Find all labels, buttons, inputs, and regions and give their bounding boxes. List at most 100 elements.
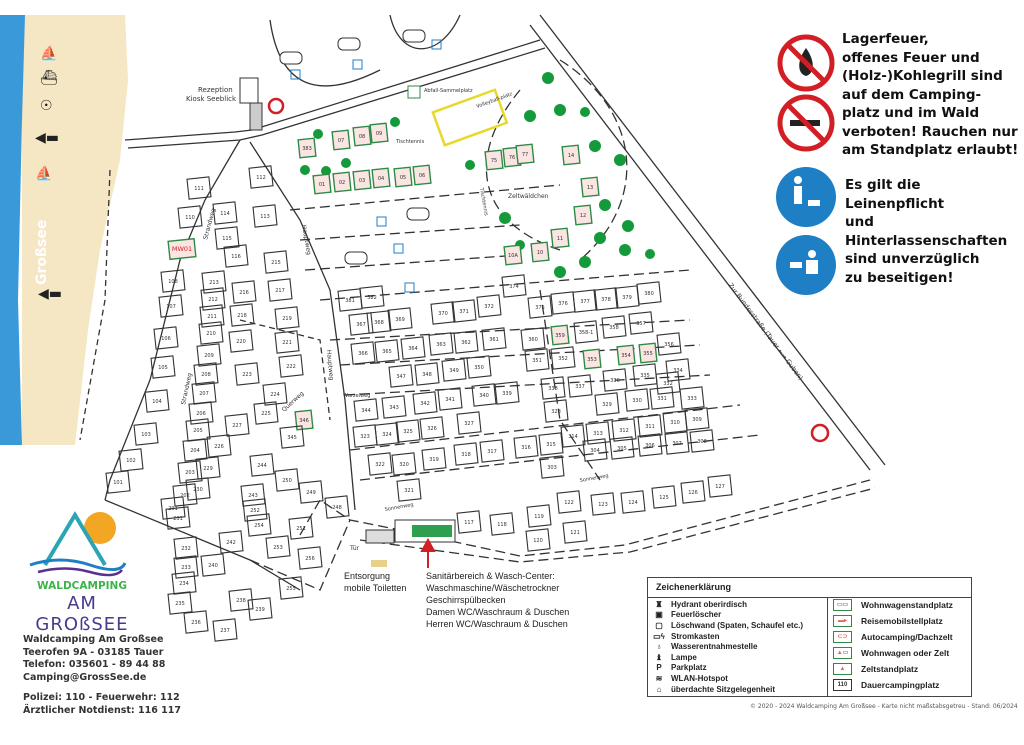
permanent-plot[interactable]	[381, 395, 407, 419]
permanent-plot[interactable]	[489, 512, 515, 536]
permanent-plot[interactable]	[186, 176, 212, 200]
permanent-plot[interactable]	[288, 516, 314, 540]
contact-email[interactable]: Camping@GrossSee.de	[23, 671, 147, 683]
permanent-plot[interactable]	[212, 618, 238, 642]
permanent-plot[interactable]	[249, 453, 275, 477]
permanent-plot[interactable]	[160, 269, 186, 293]
permanent-plot[interactable]	[540, 376, 566, 400]
touring-plot[interactable]	[369, 122, 389, 144]
permanent-plot[interactable]	[150, 355, 176, 379]
permanent-plot[interactable]	[218, 530, 244, 554]
permanent-plot[interactable]	[611, 418, 637, 442]
permanent-plot[interactable]	[637, 414, 663, 438]
permanent-plot[interactable]	[419, 416, 445, 440]
permanent-plot[interactable]	[144, 389, 170, 413]
permanent-plot[interactable]	[265, 535, 291, 559]
touring-plot[interactable]	[352, 169, 372, 191]
permanent-plot[interactable]	[196, 343, 222, 367]
permanent-plot[interactable]	[395, 419, 421, 443]
permanent-plot[interactable]	[200, 553, 226, 577]
permanent-plot[interactable]	[453, 442, 479, 466]
permanent-plot[interactable]	[172, 483, 198, 507]
touring-plot[interactable]	[582, 348, 602, 370]
permanent-plot[interactable]	[195, 456, 221, 480]
permanent-plot[interactable]	[353, 398, 379, 422]
permanent-plot[interactable]	[278, 576, 304, 600]
permanent-plot[interactable]	[582, 438, 608, 462]
touring-plot[interactable]	[484, 149, 504, 171]
permanent-plot[interactable]	[585, 421, 611, 445]
permanent-plot[interactable]	[350, 341, 376, 365]
touring-plot[interactable]	[616, 344, 636, 366]
permanent-plot[interactable]	[556, 490, 582, 514]
permanent-plot[interactable]	[374, 422, 400, 446]
permanent-plot[interactable]	[567, 374, 593, 398]
touring-plot[interactable]	[352, 125, 372, 147]
permanent-plot[interactable]	[366, 310, 392, 334]
touring-plot[interactable]	[550, 324, 570, 346]
permanent-plot[interactable]	[594, 392, 620, 416]
permanent-plot[interactable]	[165, 506, 191, 530]
permanent-plot[interactable]	[456, 510, 482, 534]
permanent-plot[interactable]	[680, 480, 706, 504]
permanent-plot[interactable]	[513, 435, 539, 459]
permanent-plot[interactable]	[628, 311, 654, 335]
permanent-plot[interactable]	[526, 504, 552, 528]
permanent-plot[interactable]	[590, 492, 616, 516]
permanent-plot[interactable]	[158, 294, 184, 318]
permanent-plot[interactable]	[167, 591, 193, 615]
permanent-plot[interactable]	[199, 304, 225, 328]
permanent-plot[interactable]	[228, 329, 254, 353]
permanent-plot[interactable]	[562, 520, 588, 544]
permanent-plot[interactable]	[543, 399, 569, 423]
permanent-plot[interactable]	[173, 536, 199, 560]
permanent-plot[interactable]	[400, 336, 426, 360]
permanent-plot[interactable]	[707, 474, 733, 498]
touring-plot[interactable]	[530, 241, 550, 263]
permanent-plot[interactable]	[229, 303, 255, 327]
permanent-plot[interactable]	[279, 425, 305, 449]
permanent-plot[interactable]	[388, 364, 414, 388]
touring-plot[interactable]	[638, 342, 658, 364]
permanent-plot[interactable]	[602, 368, 628, 392]
permanent-plot[interactable]	[664, 431, 690, 455]
permanent-plot[interactable]	[466, 355, 492, 379]
permanent-plot[interactable]	[374, 339, 400, 363]
permanent-plot[interactable]	[560, 424, 586, 448]
permanent-plot[interactable]	[387, 307, 413, 331]
permanent-plot[interactable]	[240, 483, 266, 507]
permanent-plot[interactable]	[274, 330, 300, 354]
permanent-plot[interactable]	[456, 411, 482, 435]
permanent-plot[interactable]	[593, 287, 619, 311]
permanent-plot[interactable]	[231, 280, 257, 304]
permanent-plot[interactable]	[234, 362, 260, 386]
permanent-plot[interactable]	[437, 387, 463, 411]
permanent-plot[interactable]	[359, 285, 385, 309]
permanent-plot[interactable]	[278, 354, 304, 378]
permanent-plot[interactable]	[620, 490, 646, 514]
touring-plot[interactable]	[371, 167, 391, 189]
permanent-plot[interactable]	[193, 362, 219, 386]
permanent-plot[interactable]	[242, 498, 268, 522]
permanent-plot[interactable]	[525, 528, 551, 552]
permanent-plot[interactable]	[105, 470, 131, 494]
permanent-plot[interactable]	[451, 299, 477, 323]
permanent-plot[interactable]	[414, 362, 440, 386]
permanent-plot[interactable]	[253, 401, 279, 425]
permanent-plot[interactable]	[298, 480, 324, 504]
permanent-plot[interactable]	[656, 332, 682, 356]
touring-plot[interactable]	[297, 137, 317, 159]
permanent-plot[interactable]	[524, 348, 550, 372]
permanent-plot[interactable]	[609, 436, 635, 460]
permanent-plot[interactable]	[133, 422, 159, 446]
contact-phone[interactable]: Telefon: 035601 - 89 44 88	[23, 659, 166, 670]
permanent-plot[interactable]	[297, 546, 323, 570]
touring-plot[interactable]	[515, 143, 535, 165]
permanent-plot[interactable]	[348, 312, 374, 336]
permanent-plot[interactable]	[689, 429, 715, 453]
touring-plot[interactable]	[331, 129, 351, 151]
permanent-plot[interactable]	[679, 386, 705, 410]
permanent-plot[interactable]	[173, 555, 199, 579]
permanent-plot[interactable]	[391, 452, 417, 476]
permanent-plot[interactable]	[471, 383, 497, 407]
